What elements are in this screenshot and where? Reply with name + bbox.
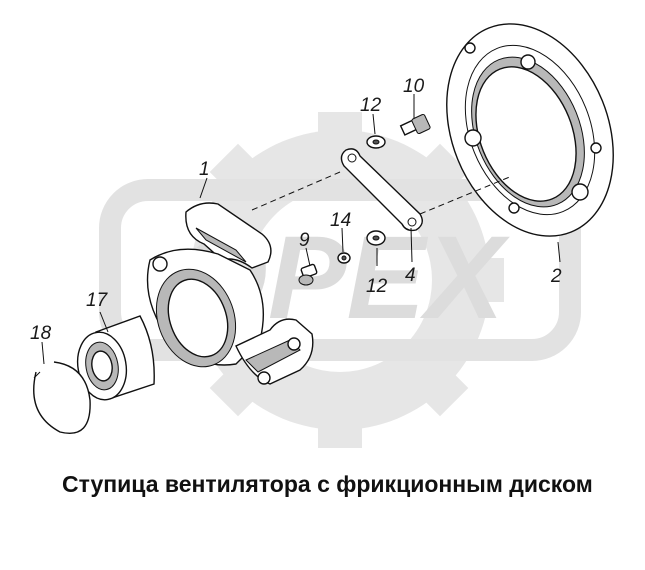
part-17-bearing bbox=[76, 315, 155, 401]
callout-10: 10 bbox=[403, 76, 425, 97]
part-18-retaining-ring bbox=[33, 361, 91, 434]
part-1-fan-hub bbox=[146, 202, 314, 385]
part-10-bolt bbox=[399, 113, 431, 136]
leader-lines bbox=[41, 94, 561, 365]
callout-14: 14 bbox=[330, 210, 351, 231]
diagram-caption: Ступица вентилятора с фрикционным диском bbox=[62, 471, 593, 497]
part-2-friction-disc bbox=[446, 23, 614, 237]
callouts: 1 2 4 9 10 12 12 14 17 18 bbox=[30, 76, 562, 344]
callout-4: 4 bbox=[405, 265, 416, 286]
callout-12-lower: 12 bbox=[366, 276, 388, 297]
part-9-screw bbox=[298, 263, 318, 286]
callout-2: 2 bbox=[550, 266, 562, 287]
callout-9: 9 bbox=[299, 230, 310, 251]
part-4-link-plate bbox=[340, 148, 423, 232]
part-12-washer-lower bbox=[366, 230, 386, 246]
part-12-washer-upper bbox=[366, 135, 386, 149]
watermark-banner bbox=[99, 179, 581, 361]
callout-1: 1 bbox=[199, 159, 210, 180]
callout-18: 18 bbox=[30, 323, 52, 344]
part-14-washer bbox=[337, 252, 351, 264]
callout-17: 17 bbox=[86, 290, 109, 311]
callout-12-upper: 12 bbox=[360, 95, 382, 116]
